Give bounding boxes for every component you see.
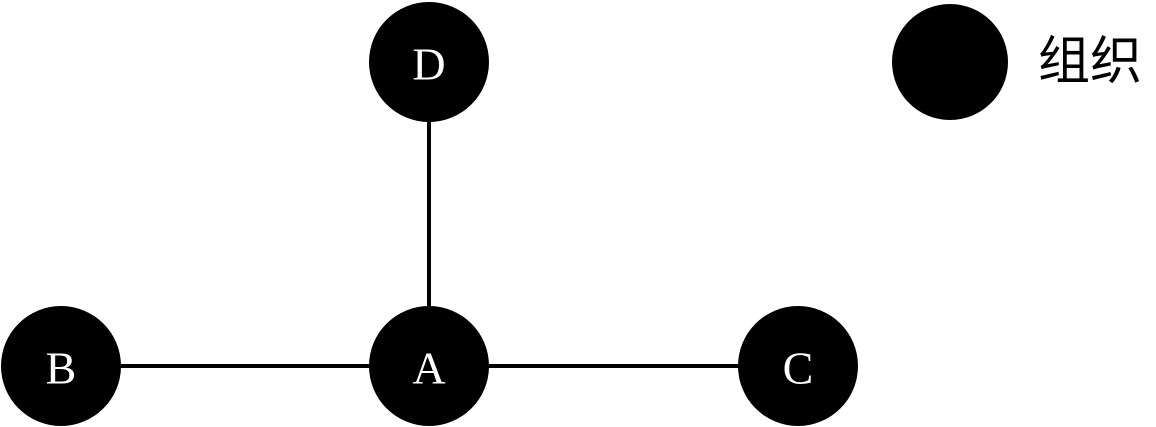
legend-organization-symbol xyxy=(892,4,1008,120)
legend-organization-label: 组织 xyxy=(1038,32,1142,92)
node-d-circle xyxy=(369,2,489,122)
node-a: A xyxy=(369,306,489,426)
node-d-label: D xyxy=(412,39,445,90)
node-a-circle xyxy=(369,306,489,426)
node-a-label: A xyxy=(412,343,445,394)
node-c-label: C xyxy=(783,343,814,394)
node-b-label: B xyxy=(46,343,77,394)
legend: 组织 xyxy=(892,4,1142,120)
node-c: C xyxy=(738,306,858,426)
node-d: D xyxy=(369,2,489,122)
node-c-circle xyxy=(738,306,858,426)
node-b-circle xyxy=(1,306,121,426)
node-b: B xyxy=(1,306,121,426)
